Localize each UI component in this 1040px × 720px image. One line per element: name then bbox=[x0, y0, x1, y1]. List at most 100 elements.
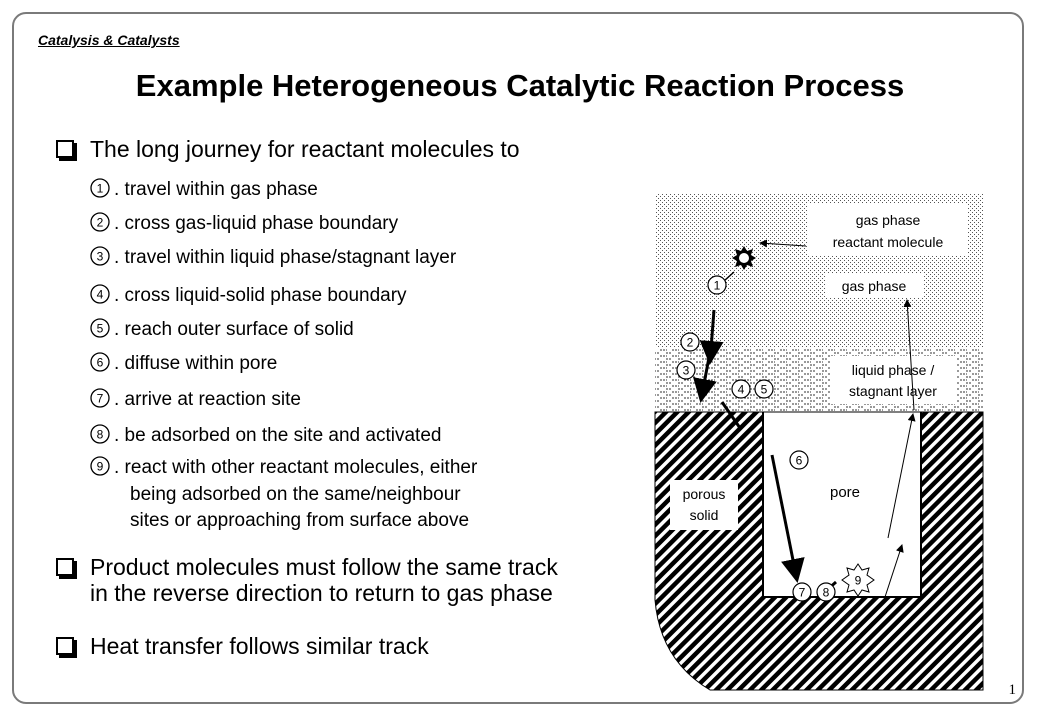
step-number-icon: 5 bbox=[90, 318, 110, 338]
step-number: 2 bbox=[97, 216, 104, 230]
bullet-heat: Heat transfer follows similar track bbox=[56, 633, 429, 659]
step-item-9: 9 . react with other reactant molecules, … bbox=[90, 456, 477, 480]
marker-8: 8 bbox=[816, 582, 836, 602]
gas-label-box bbox=[826, 274, 924, 298]
gas-phase-label: gas phase bbox=[842, 278, 907, 294]
marker-number: 5 bbox=[761, 383, 768, 397]
step-item-1: 1 . travel within gas phase bbox=[90, 178, 318, 202]
marker-circle bbox=[792, 582, 812, 602]
step-number: 4 bbox=[97, 288, 104, 302]
bullet-product-line-1: Product molecules must follow the same t… bbox=[90, 554, 558, 580]
liquid-label-box bbox=[830, 356, 956, 404]
marker-circle bbox=[676, 360, 696, 380]
step-text: . travel within liquid phase/stagnant la… bbox=[114, 247, 457, 268]
step9-continuation-2: sites or approaching from surface above bbox=[130, 510, 470, 531]
bullet-journey: The long journey for reactant molecules … bbox=[56, 136, 520, 162]
solid-label-box bbox=[670, 480, 738, 530]
molecule-label-line-1: gas phase bbox=[856, 212, 921, 228]
marker-circle bbox=[789, 450, 809, 470]
product-return-arrow-2 bbox=[887, 413, 916, 539]
reaction-site-icon bbox=[841, 563, 875, 597]
pore-label: pore bbox=[830, 484, 860, 501]
step-item-3: 3 . travel within liquid phase/stagnant l… bbox=[90, 246, 456, 270]
step-item-7: 7 . arrive at reaction site bbox=[90, 388, 301, 412]
pore-outline bbox=[762, 412, 922, 598]
marker-circle bbox=[680, 332, 700, 352]
step-text: . react with other reactant molecules, e… bbox=[114, 457, 478, 478]
marker-circle bbox=[816, 582, 836, 602]
marker-number: 2 bbox=[687, 336, 694, 350]
step-number-icon: 6 bbox=[90, 352, 110, 372]
marker-number: 6 bbox=[796, 454, 803, 468]
step-text: . arrive at reaction site bbox=[114, 389, 301, 410]
marker-circle bbox=[731, 379, 751, 399]
step-number-icon: 9 bbox=[90, 456, 110, 476]
step-number: 8 bbox=[97, 428, 104, 442]
step-number-icon: 3 bbox=[90, 246, 110, 266]
step9-continuation-1: being adsorbed on the same/neighbour bbox=[130, 484, 461, 505]
step-number-icon: 8 bbox=[90, 424, 110, 444]
marker-number: 4 bbox=[738, 383, 745, 397]
marker-5: 5 bbox=[754, 379, 774, 399]
product-return-arrow-3 bbox=[903, 299, 915, 411]
marker-number: 7 bbox=[799, 586, 806, 600]
page-title: Example Heterogeneous Catalytic Reaction… bbox=[135, 68, 905, 103]
checkbox-bullet-icon bbox=[56, 558, 74, 576]
molecule-label-line-2: reactant molecule bbox=[833, 234, 944, 250]
step-item-4: 4 . cross liquid-solid phase boundary bbox=[90, 284, 407, 308]
marker-2: 2 bbox=[680, 332, 700, 352]
step-text: . be adsorbed on the site and activated bbox=[114, 425, 442, 446]
liquid-label-line-2: stagnant layer bbox=[849, 383, 937, 399]
step-text: . travel within gas phase bbox=[114, 179, 318, 200]
step-number: 1 bbox=[97, 182, 104, 196]
solid-label-line-1: porous bbox=[683, 486, 726, 502]
step-number: 6 bbox=[97, 356, 104, 370]
step-text: . cross liquid-solid phase boundary bbox=[114, 285, 407, 306]
step-item-5: 5. reach outer surface of solid bbox=[90, 318, 354, 342]
liquid-label-line-1: liquid phase / bbox=[852, 362, 935, 378]
step-item-6: 6 . diffuse within pore bbox=[90, 352, 277, 376]
bullet-heat-text: Heat transfer follows similar track bbox=[90, 633, 429, 659]
step-number-icon: 1 bbox=[90, 178, 110, 198]
step-number: 3 bbox=[97, 250, 104, 264]
marker-circle bbox=[707, 275, 727, 295]
page-number: 1 bbox=[1008, 682, 1017, 698]
step-text: . diffuse within pore bbox=[114, 353, 278, 374]
product-return-arrow-1 bbox=[884, 544, 904, 598]
molecule-label-box bbox=[808, 204, 968, 256]
checkbox-bullet-icon bbox=[56, 637, 74, 655]
step-number-icon: 4 bbox=[90, 284, 110, 304]
checkbox-bullet-icon bbox=[56, 140, 74, 158]
path-segment-6 bbox=[770, 454, 805, 583]
bullet-product-line-2: in the reverse direction to return to ga… bbox=[90, 580, 553, 606]
marker-3: 3 bbox=[676, 360, 696, 380]
step-item-2: 2 . cross gas-liquid phase boundary bbox=[90, 212, 398, 236]
path-segment-4 bbox=[720, 401, 742, 429]
path-segment-3 bbox=[693, 351, 717, 403]
marker-1: 1 bbox=[707, 275, 727, 295]
step-text: . cross gas-liquid phase boundary bbox=[114, 213, 399, 234]
marker-6: 6 bbox=[789, 450, 809, 470]
marker-4: 4 bbox=[731, 379, 751, 399]
header-label: Catalysis & Catalysts bbox=[38, 32, 180, 48]
slide-frame bbox=[12, 12, 1024, 704]
bullet-product: Product molecules must follow the same t… bbox=[56, 554, 558, 606]
reactant-molecule-icon bbox=[732, 246, 756, 270]
marker-number: 3 bbox=[683, 364, 690, 378]
marker-circle bbox=[754, 379, 774, 399]
step-number: 7 bbox=[97, 392, 104, 406]
marker-9: 9 bbox=[855, 574, 862, 588]
marker-number: 8 bbox=[823, 586, 830, 600]
step-text: . reach outer surface of solid bbox=[114, 319, 354, 340]
marker-number: 1 bbox=[714, 279, 721, 293]
marker-7: 7 bbox=[792, 582, 812, 602]
step-number: 9 bbox=[97, 460, 104, 474]
molecule-pointer-arrow bbox=[759, 239, 807, 248]
step-number-icon: 7 bbox=[90, 388, 110, 408]
step-number-icon: 2 bbox=[90, 212, 110, 232]
step-item-8: 8 . be adsorbed on the site and activated bbox=[90, 424, 441, 448]
marker-number: 9 bbox=[855, 574, 862, 588]
diagram-markers: 1 2 3 4 5 6 7 8 9 bbox=[676, 275, 862, 602]
solid-label-line-2: solid bbox=[690, 507, 719, 523]
